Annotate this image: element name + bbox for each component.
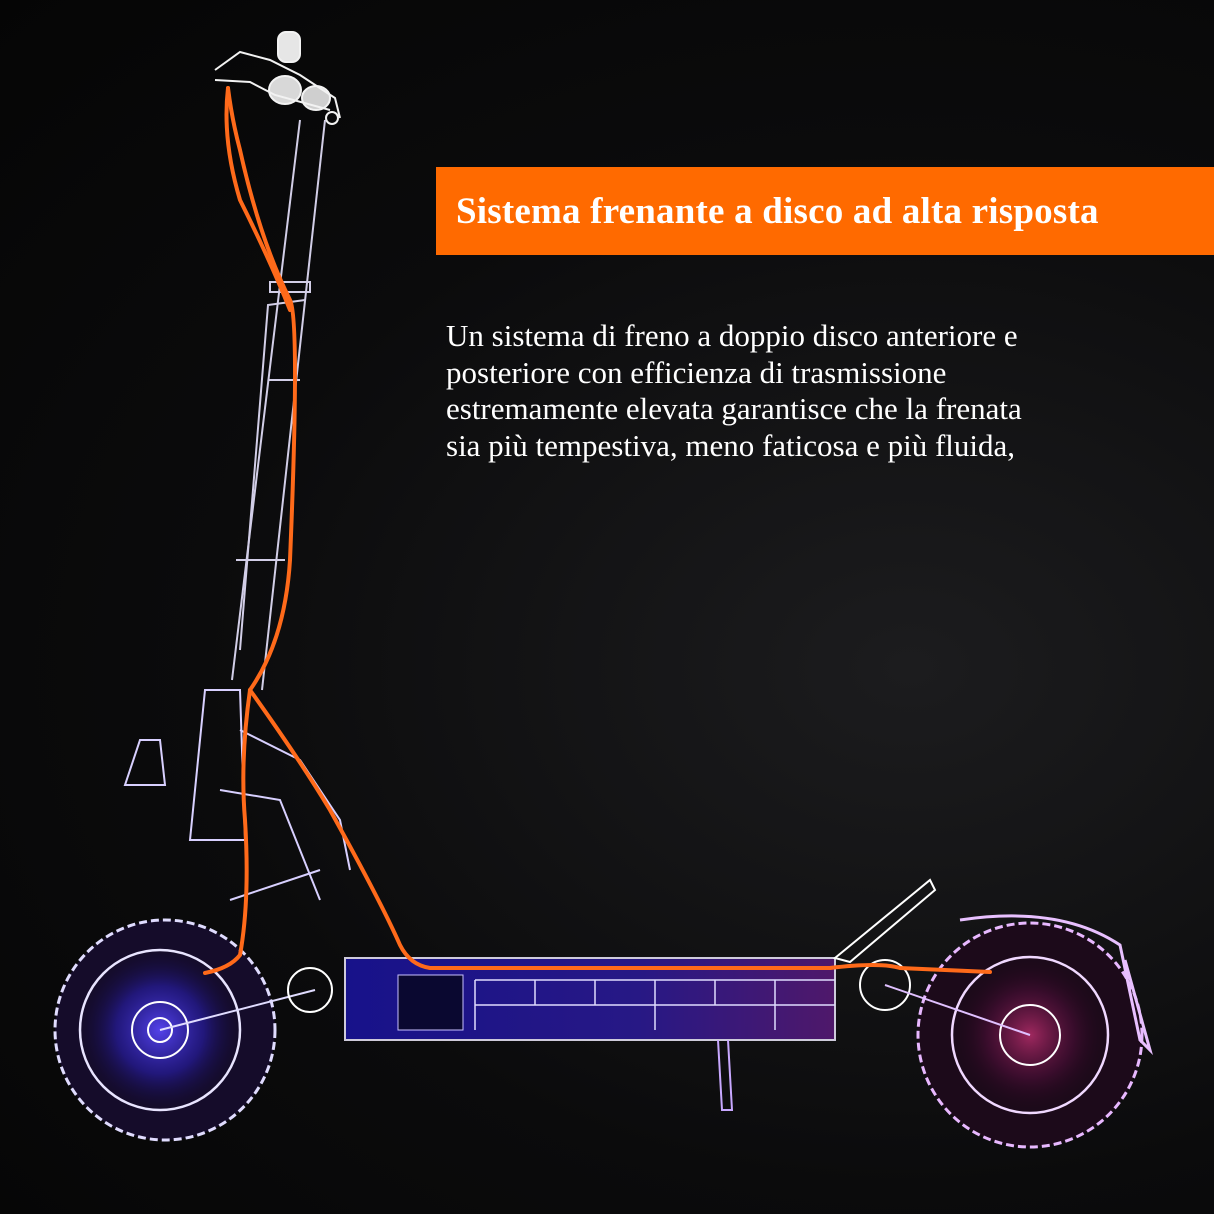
front-fork bbox=[123, 689, 351, 901]
description-line: estremamente elevata garantisce che la f… bbox=[446, 391, 1022, 426]
description-line: sia più tempestiva, meno faticosa e più … bbox=[446, 427, 1016, 463]
deck bbox=[344, 878, 937, 1111]
rear-wheel bbox=[859, 914, 1153, 1149]
front-wheel bbox=[53, 918, 333, 1142]
banner-title: Sistema frenante a disco ad alta rispost… bbox=[456, 190, 1099, 232]
stem bbox=[231, 119, 326, 691]
brake-cables bbox=[203, 86, 992, 975]
description-line: posteriore con efficienza di trasmission… bbox=[446, 354, 947, 390]
description-line: Un sistema di freno a doppio disco anter… bbox=[446, 318, 1018, 353]
title-banner: Sistema frenante a disco ad alta rispost… bbox=[436, 167, 1214, 255]
handlebar-assembly bbox=[214, 31, 341, 125]
feature-description: Un sistema di freno a doppio disco anter… bbox=[446, 318, 1206, 464]
